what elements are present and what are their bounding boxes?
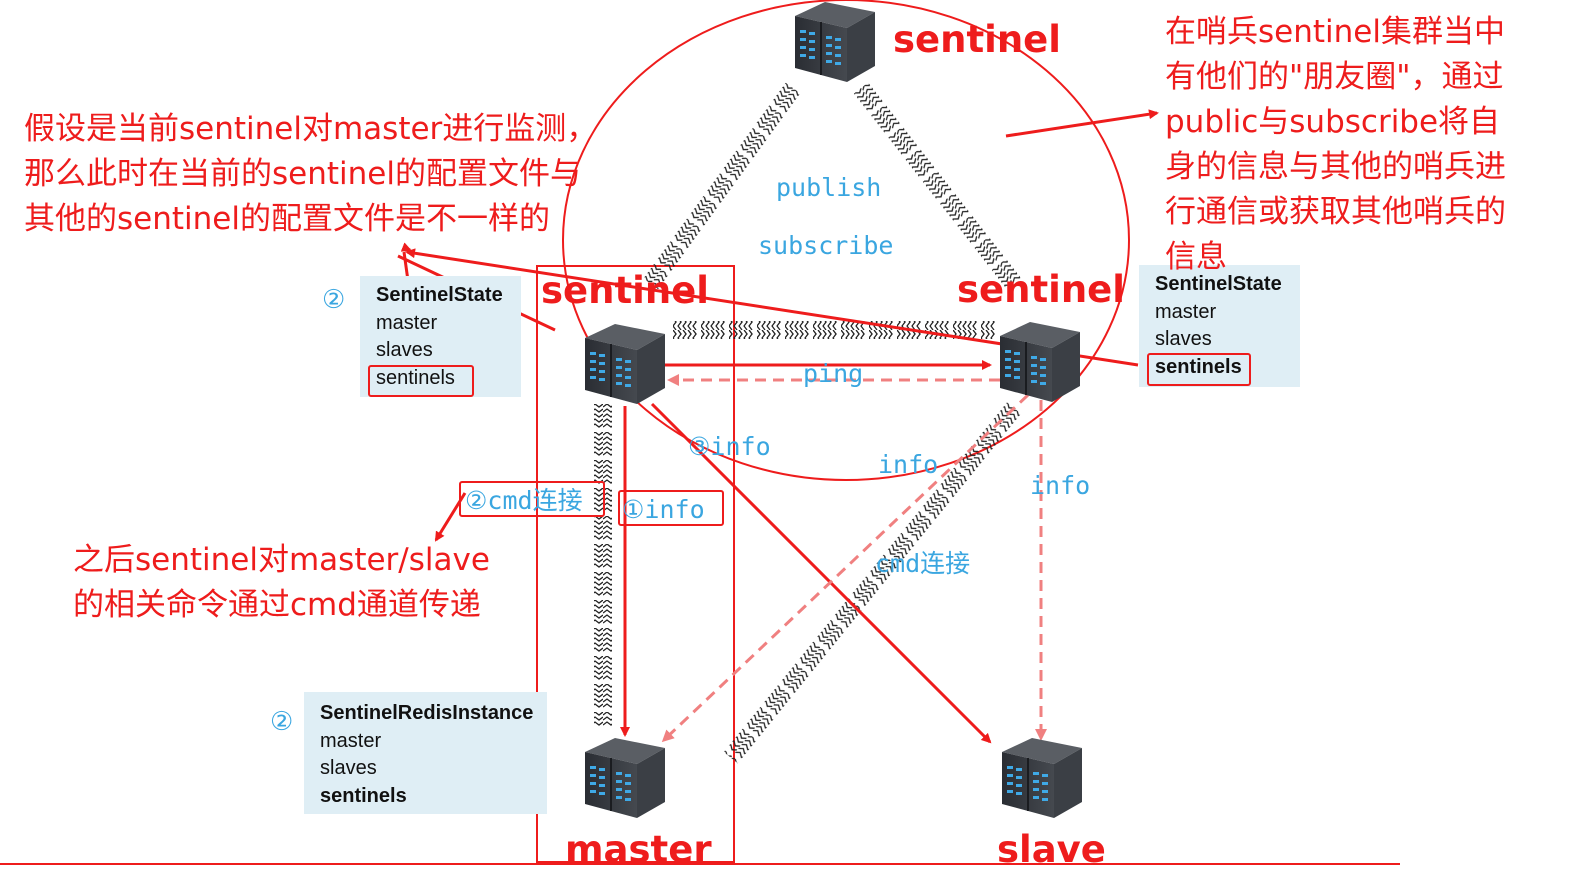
note-bottom-left: 之后sentinel对master/slave 的相关命令通过cmd通道传递 [73, 538, 490, 628]
sentinel-state-box-left: SentinelState master slaves sentinels [360, 276, 521, 397]
state-box-item: sentinels [1155, 355, 1242, 378]
note-line: 那么此时在当前的sentinel的配置文件与 [24, 156, 581, 192]
note-top-left: 假设是当前sentinel对master进行监测， 那么此时在当前的sentin… [24, 107, 597, 242]
server-icon [1002, 738, 1082, 818]
edge-label-ping: ping [803, 359, 864, 388]
state-box-item: slaves [376, 339, 433, 361]
dashed-arrows [661, 374, 1047, 743]
sentinel-redis-instance-box: SentinelRedisInstance master slaves sent… [304, 692, 547, 814]
wavy-channels [594, 82, 1024, 764]
note-line: 信息 [1165, 239, 1227, 275]
edge-label-info-mid: info [878, 450, 939, 479]
note-line: 身的信息与其他的哨兵进 [1165, 149, 1506, 185]
node-label-sentinel-top: sentinel [893, 18, 1061, 61]
state-box-item: master [376, 311, 438, 334]
solid-arrows [397, 109, 1159, 744]
state-box-item: sentinels [376, 366, 455, 389]
note-line: 假设是当前sentinel对master进行监测， [24, 111, 598, 147]
step-marker: ② [322, 285, 346, 315]
highlight-sentinels-left [368, 365, 474, 397]
note-line: public与subscribe将自 [1165, 104, 1501, 140]
edge-label-publish: publish [776, 173, 882, 202]
node-label-master: master [565, 828, 712, 871]
note-line: 在哨兵sentinel集群当中 [1165, 14, 1505, 50]
state-box-item: master [1155, 300, 1217, 323]
node-label-slave: slave [997, 828, 1106, 871]
edge-label-cmd-mid: cmd连接 [875, 549, 971, 578]
state-box-item: master [320, 729, 382, 752]
state-box-item: sentinels [320, 784, 407, 807]
state-box-title: SentinelRedisInstance [320, 702, 534, 724]
edge-label-info-1: ①info [618, 490, 724, 526]
node-label-sentinel-left: sentinel [541, 269, 709, 312]
note-line: 的相关命令通过cmd通道传递 [73, 587, 481, 623]
server-icon [585, 324, 665, 404]
sentinel-cluster-circle [562, 0, 1130, 481]
note-line: 其他的sentinel的配置文件是不一样的 [24, 201, 550, 237]
edge-label-info-3: ③info [688, 432, 771, 461]
note-top-right: 在哨兵sentinel集群当中 有他们的"朋友圈"，通过 public与subs… [1165, 10, 1506, 280]
state-box-title: SentinelState [1155, 273, 1282, 295]
server-icon [585, 738, 665, 818]
sentinel-state-box-right: SentinelState master slaves sentinels [1139, 265, 1300, 387]
highlight-sentinels-right [1147, 353, 1251, 386]
edge-label-cmd-2: ②cmd连接 [459, 481, 605, 517]
state-box-title: SentinelState [376, 284, 503, 306]
server-icon [795, 2, 875, 82]
state-box-item: slaves [1155, 328, 1212, 350]
state-box-item: slaves [320, 757, 377, 779]
node-label-sentinel-right: sentinel [957, 268, 1125, 311]
edge-label-info-right: info [1030, 471, 1091, 500]
note-line: 之后sentinel对master/slave [73, 542, 490, 578]
edge-label-subscribe: subscribe [758, 231, 894, 260]
note-line: 行通信或获取其他哨兵的 [1165, 194, 1506, 230]
server-icon [1000, 322, 1080, 402]
step-marker: ② [270, 707, 294, 737]
master-column-frame [536, 265, 735, 863]
note-line: 有他们的"朋友圈"，通过 [1165, 59, 1504, 95]
